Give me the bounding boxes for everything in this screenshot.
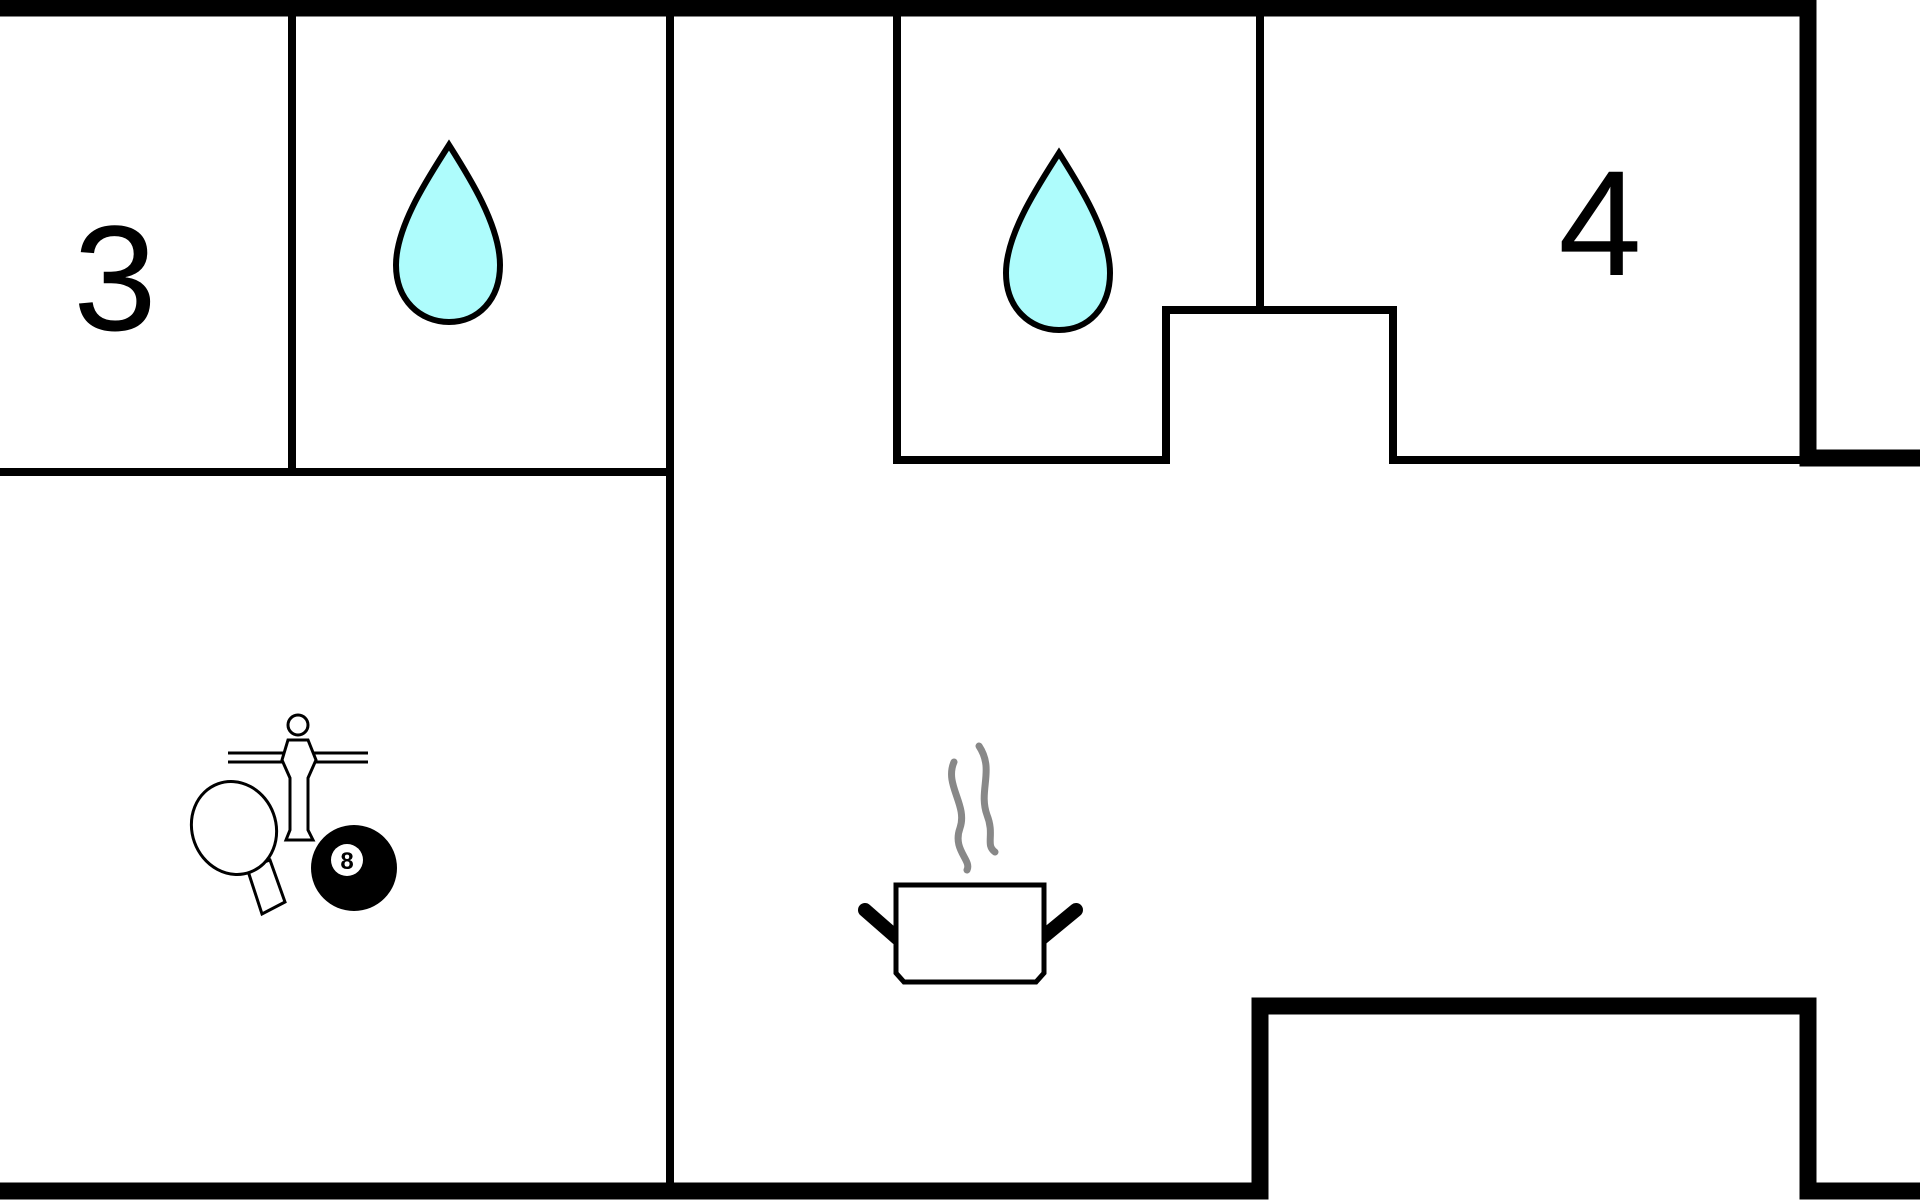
steam-line: [948, 758, 972, 874]
water-drop-icon: [392, 139, 504, 326]
table-football-icon: [228, 713, 368, 842]
water-drop-icon: [1002, 147, 1114, 334]
room-4-label: 4: [1558, 139, 1641, 307]
billiard-ball-icon: 8: [311, 825, 397, 911]
steam-line: [975, 742, 999, 856]
billiard-ball-number: 8: [340, 848, 353, 875]
cooking-pot-icon: [858, 742, 1083, 985]
interior-walls: [0, 12, 1812, 1190]
room-3-label: 3: [73, 194, 156, 362]
activity-icons: 8: [189, 713, 397, 917]
table-tennis-icon: [189, 780, 287, 917]
